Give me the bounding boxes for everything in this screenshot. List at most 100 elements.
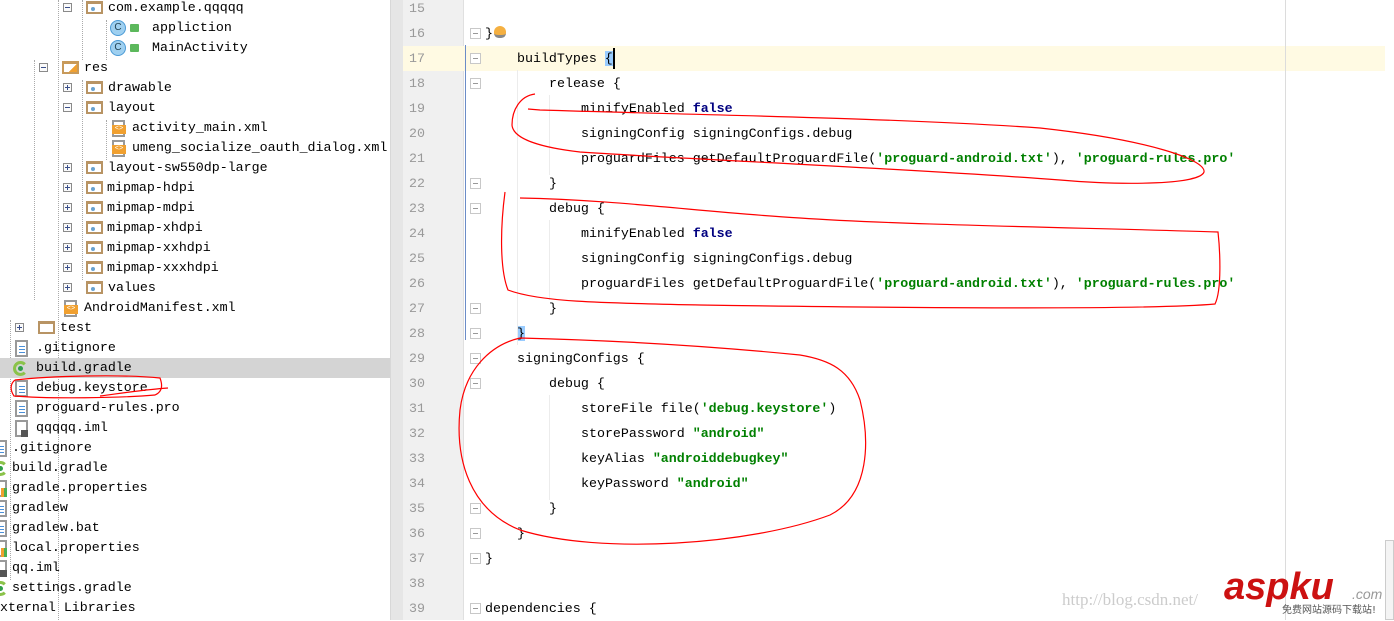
collapse-icon[interactable] xyxy=(63,103,72,112)
tree-item[interactable]: com.example.qqqqq xyxy=(0,0,390,18)
fold-marker-icon[interactable] xyxy=(470,378,481,389)
gradle-icon xyxy=(0,581,8,596)
expand-icon[interactable] xyxy=(63,223,72,232)
code-line: } xyxy=(485,546,1394,571)
code-token: dependencies { xyxy=(485,601,597,616)
iml-file-icon xyxy=(0,560,7,577)
tree-item[interactable]: activity_main.xml xyxy=(0,118,390,138)
line-number: 37 xyxy=(409,551,425,566)
expand-icon[interactable] xyxy=(63,283,72,292)
tree-item[interactable]: test xyxy=(0,318,390,338)
tree-guide-line xyxy=(34,60,35,300)
expand-icon[interactable] xyxy=(63,243,72,252)
tree-item[interactable]: mipmap-xhdpi xyxy=(0,218,390,238)
expand-icon[interactable] xyxy=(63,183,72,192)
string-token: "android" xyxy=(692,426,765,441)
tree-item[interactable]: build.gradle xyxy=(0,458,390,478)
fold-marker-icon[interactable] xyxy=(470,328,481,339)
tree-item[interactable]: values xyxy=(0,278,390,298)
tree-item[interactable]: res xyxy=(0,58,390,78)
tree-item[interactable]: External Libraries xyxy=(0,598,390,618)
folder-icon xyxy=(86,261,103,274)
xml-file-icon xyxy=(112,120,126,137)
code-token: keyPassword xyxy=(581,476,677,491)
line-number: 34 xyxy=(409,476,425,491)
tree-item[interactable]: layout xyxy=(0,98,390,118)
tree-item[interactable]: build.gradle xyxy=(0,358,390,378)
code-token: debug { xyxy=(549,376,605,391)
tree-item[interactable]: mipmap-xxhdpi xyxy=(0,238,390,258)
fold-marker-icon[interactable] xyxy=(470,503,481,514)
fold-marker-icon[interactable] xyxy=(470,553,481,564)
expand-icon[interactable] xyxy=(63,83,72,92)
fold-marker-icon[interactable] xyxy=(470,178,481,189)
tree-item-label: values xyxy=(108,280,156,295)
tree-item[interactable]: drawable xyxy=(0,78,390,98)
lightbulb-icon[interactable] xyxy=(494,26,506,38)
tree-item-label: activity_main.xml xyxy=(132,120,268,135)
fold-marker-icon[interactable] xyxy=(470,203,481,214)
tree-item-label: res xyxy=(84,60,108,75)
fold-marker-icon[interactable] xyxy=(470,528,481,539)
code-token: signingConfig signingConfigs.debug xyxy=(581,126,853,141)
project-tree-scrollbar[interactable] xyxy=(390,0,404,620)
code-token: } xyxy=(549,176,557,191)
expand-icon[interactable] xyxy=(63,163,72,172)
expand-icon[interactable] xyxy=(15,323,24,332)
line-number: 17 xyxy=(409,51,425,66)
expand-icon[interactable] xyxy=(63,203,72,212)
fold-marker-icon[interactable] xyxy=(470,603,481,614)
expand-icon[interactable] xyxy=(63,263,72,272)
code-token: } xyxy=(517,526,525,541)
tree-item[interactable]: proguard-rules.pro xyxy=(0,398,390,418)
tree-item-label: gradle.properties xyxy=(12,480,148,495)
code-token: signingConfigs { xyxy=(517,351,645,366)
code-line: debug { xyxy=(549,196,1394,221)
tree-item[interactable]: mipmap-xxxhdpi xyxy=(0,258,390,278)
indent-guide xyxy=(517,70,518,345)
tree-item[interactable]: gradle.properties xyxy=(0,478,390,498)
tree-item[interactable]: local.properties xyxy=(0,538,390,558)
fold-marker-icon[interactable] xyxy=(470,28,481,39)
tree-item[interactable]: qq.iml xyxy=(0,558,390,578)
code-token: } xyxy=(485,26,493,41)
line-number: 24 xyxy=(409,226,425,241)
tree-item[interactable]: settings.gradle xyxy=(0,578,390,598)
line-number: 22 xyxy=(409,176,425,191)
string-token: 'proguard-android.txt' xyxy=(876,276,1052,291)
tree-item[interactable]: gradlew.bat xyxy=(0,518,390,538)
tree-item[interactable]: mipmap-mdpi xyxy=(0,198,390,218)
tree-item-label: umeng_socialize_oauth_dialog.xml xyxy=(132,140,388,155)
tree-item-label: gradlew.bat xyxy=(12,520,100,535)
code-line: } xyxy=(517,521,1394,546)
fold-marker-icon[interactable] xyxy=(470,353,481,364)
fold-marker-icon[interactable] xyxy=(470,78,481,89)
tree-item[interactable]: qqqqq.iml xyxy=(0,418,390,438)
line-number: 28 xyxy=(409,326,425,341)
tree-item-label: com.example.qqqqq xyxy=(108,0,244,15)
tree-item[interactable]: debug.keystore xyxy=(0,378,390,398)
tree-item[interactable]: mipmap-hdpi xyxy=(0,178,390,198)
properties-file-icon xyxy=(0,540,7,557)
string-token: 'proguard-rules.pro' xyxy=(1075,276,1236,291)
tree-item[interactable]: .gitignore xyxy=(0,438,390,458)
tree-item-label: proguard-rules.pro xyxy=(36,400,180,415)
tree-item[interactable]: .gitignore xyxy=(0,338,390,358)
tree-item[interactable]: umeng_socialize_oauth_dialog.xml xyxy=(0,138,390,158)
collapse-icon[interactable] xyxy=(63,3,72,12)
tree-item-label: layout xyxy=(108,100,156,115)
fold-marker-icon[interactable] xyxy=(470,303,481,314)
code-token: proguardFiles getDefaultProguardFile( xyxy=(581,151,877,166)
folder-icon xyxy=(86,221,103,234)
indent-guide xyxy=(549,395,550,500)
fold-marker-icon[interactable] xyxy=(470,53,481,64)
code-line: keyPassword "android" xyxy=(581,471,1394,496)
tree-item[interactable]: layout-sw550dp-large xyxy=(0,158,390,178)
collapse-icon[interactable] xyxy=(39,63,48,72)
tree-item[interactable]: AndroidManifest.xml xyxy=(0,298,390,318)
tree-item-label: mipmap-xhdpi xyxy=(107,220,203,235)
tree-item-label: qq.iml xyxy=(12,560,60,575)
tree-item[interactable]: gradlew xyxy=(0,498,390,518)
